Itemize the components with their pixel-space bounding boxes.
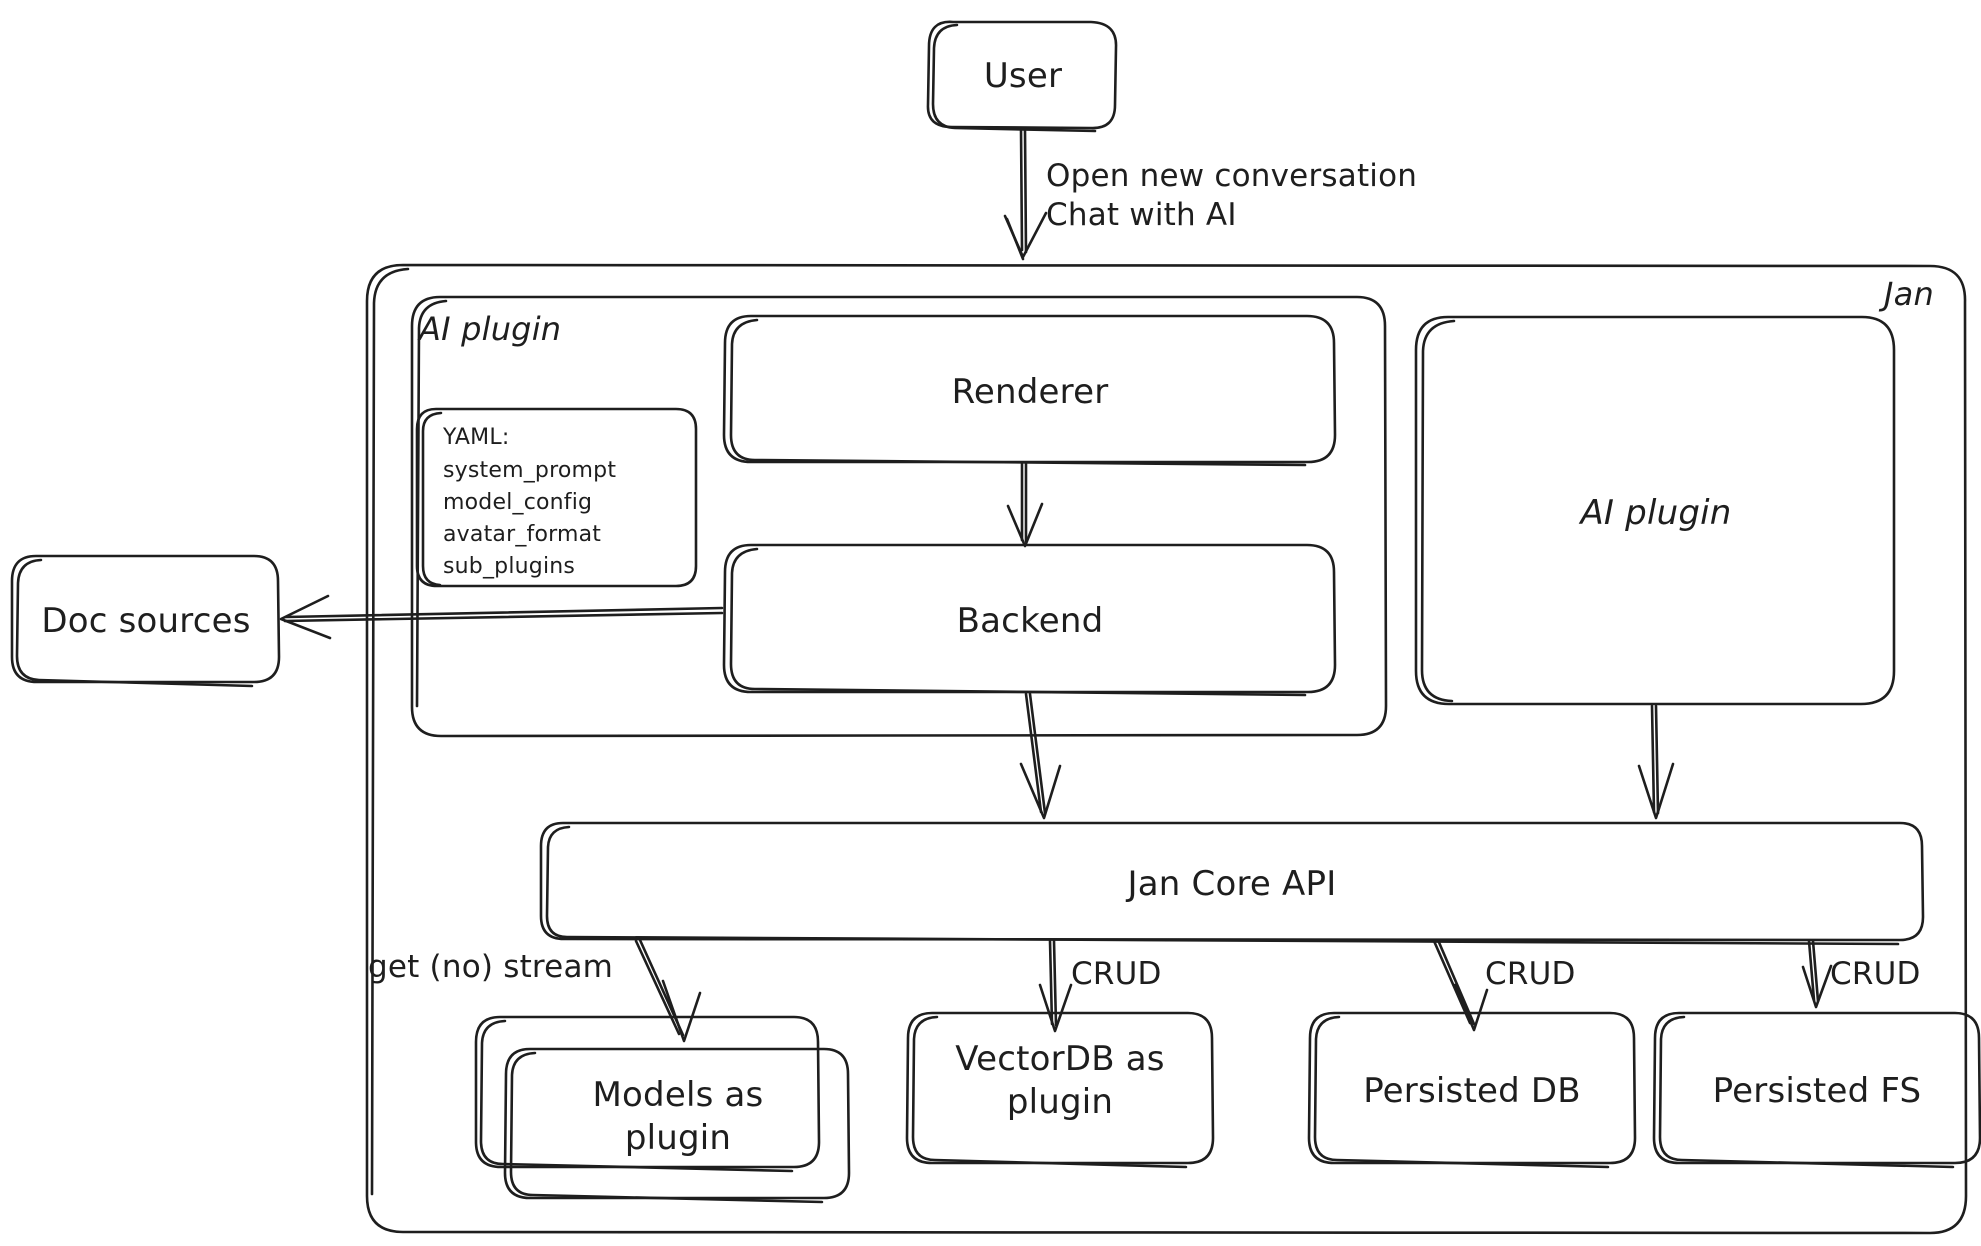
node-label-doc-sources[interactable]: Doc sources: [41, 601, 251, 641]
container-label-jan: Jan: [1884, 275, 1934, 313]
yaml-note-key-model-config: model_config: [443, 490, 593, 515]
edge-label-user-to-renderer: Open new conversation Chat with AI: [1046, 158, 1418, 233]
node-label-renderer[interactable]: Renderer: [951, 372, 1109, 412]
node-label-user[interactable]: User: [983, 56, 1063, 96]
persisted-fs-box-stroke: [1652, 1011, 1981, 1169]
edge-user-to-renderer: [1003, 127, 1048, 261]
user-box-stroke: [926, 20, 1118, 133]
ai-plugin-group-stroke: [410, 295, 1388, 738]
renderer-box-stroke: [722, 314, 1337, 467]
persisted-db-box-stroke: [1307, 1011, 1637, 1169]
node-label-jan-core-api[interactable]: Jan Core API: [1127, 864, 1337, 904]
backend-box-stroke: [722, 543, 1337, 697]
edge-backend-to-jan-core-api: [1019, 692, 1062, 820]
vectordb-as-plugin-box-stroke: [905, 1011, 1215, 1169]
edge-label-crud-persisted-fs: CRUD: [1830, 956, 1921, 992]
node-label-vectordb-as-plugin[interactable]: VectorDB as plugin: [955, 1039, 1165, 1122]
node-label-persisted-fs[interactable]: Persisted FS: [1712, 1071, 1922, 1111]
edge-ai-plugin-to-jan-core-api: [1637, 704, 1675, 820]
edge-label-crud-vectordb: CRUD: [1071, 956, 1162, 992]
jan-core-api-box-stroke: [539, 821, 1925, 946]
yaml-note-key-sub-plugins: sub_plugins: [443, 554, 576, 579]
edge-jan-core-api-to-persisted-fs: [1801, 939, 1833, 1009]
edge-label-get-no-stream: get (no) stream: [368, 949, 614, 985]
node-label-persisted-db[interactable]: Persisted DB: [1363, 1071, 1581, 1111]
jan-container-stroke: [365, 263, 1968, 1235]
edge-label-crud-persisted-db: CRUD: [1485, 956, 1576, 992]
edge-backend-to-doc-sources: [279, 594, 724, 640]
edge-jan-core-api-to-models: [634, 938, 702, 1043]
edge-jan-core-api-to-vectordb: [1038, 939, 1073, 1033]
container-label-ai-plugin-group: AI plugin: [419, 310, 562, 348]
node-label-backend[interactable]: Backend: [956, 601, 1104, 641]
node-label-models-as-plugin[interactable]: Models as plugin: [592, 1075, 764, 1158]
doc-sources-box-stroke: [10, 554, 281, 688]
yaml-note-key-avatar-format: avatar_format: [443, 522, 602, 547]
yaml-note-box-stroke: [415, 407, 698, 588]
edge-renderer-to-backend: [1006, 462, 1044, 548]
yaml-note-key-system-prompt: system_prompt: [443, 458, 617, 483]
ai-plugin-box-stroke: [1414, 315, 1896, 706]
models-as-plugin-box-stroke: [503, 1047, 851, 1204]
models-as-plugin-outer-box-stroke: [474, 1015, 821, 1173]
yaml-note-heading: YAML:: [443, 425, 510, 450]
node-label-ai-plugin[interactable]: AI plugin: [1580, 493, 1732, 533]
edge-jan-core-api-to-persisted-db: [1432, 938, 1489, 1032]
